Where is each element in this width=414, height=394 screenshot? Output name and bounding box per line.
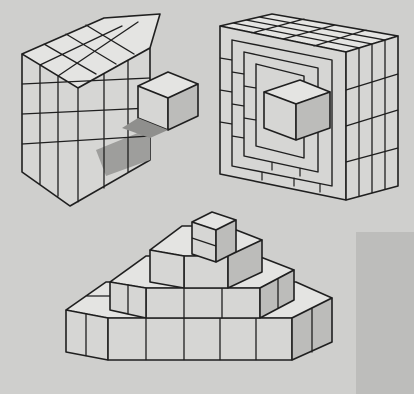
pyramid-upper-front: [184, 256, 228, 288]
cube2-inner-cube: [264, 80, 330, 140]
solid-nested-frame-cube: [220, 14, 398, 200]
pyramid-mid-front: [146, 288, 260, 318]
pyramid-base-front-main: [108, 318, 292, 360]
pyramid-base-front: [66, 310, 108, 360]
paper-shade-bottom-right: [356, 232, 414, 394]
pyramid-upper-left: [150, 250, 184, 288]
